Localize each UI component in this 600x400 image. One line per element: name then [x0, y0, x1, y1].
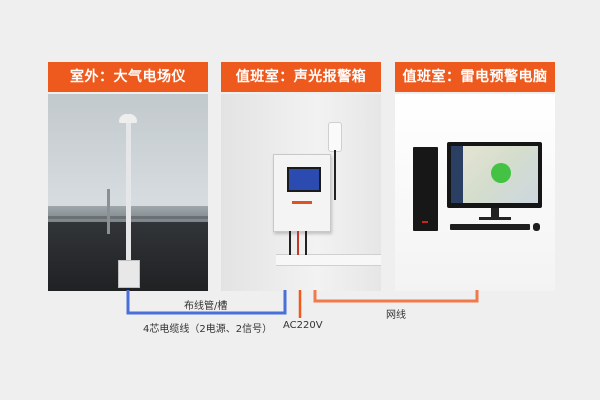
monitor-icon — [447, 142, 542, 208]
warning-zone-circle — [491, 163, 511, 183]
lamp-post — [107, 189, 110, 234]
cable-wire — [289, 231, 291, 255]
field-mill-sensor-icon — [119, 114, 137, 123]
conduit-label: 布线管/槽 — [184, 301, 228, 312]
network-label: 网线 — [386, 310, 406, 321]
keyboard-icon — [450, 224, 530, 230]
panel-title: 室外：大气电场仪 — [48, 62, 208, 92]
wall-trunking — [276, 254, 381, 266]
panel-outdoor-field-mill: 室外：大气电场仪 — [48, 62, 208, 291]
alarm-display — [287, 167, 321, 192]
junction-box — [118, 260, 140, 288]
monitor-stand — [491, 208, 499, 218]
panel-duty-room-computer: 值班室：雷电预警电脑 — [395, 62, 555, 291]
cable-wire — [305, 231, 307, 255]
mouse-icon — [533, 223, 540, 231]
alarm-box-icon — [273, 154, 331, 232]
power-led — [422, 221, 428, 223]
map-screen — [451, 146, 538, 203]
siren-wire — [334, 150, 336, 200]
field-mill-photo — [48, 94, 208, 291]
alarm-box-photo — [221, 94, 381, 291]
computer-photo — [395, 94, 555, 291]
app-sidebar — [451, 146, 463, 203]
alarm-indicator — [292, 201, 312, 204]
panel-duty-room-alarm: 值班室：声光报警箱 — [221, 62, 381, 291]
cable-wire — [297, 231, 299, 255]
pc-tower-icon — [413, 147, 438, 231]
panel-title: 值班室：雷电预警电脑 — [395, 62, 555, 92]
panel-title: 值班室：声光报警箱 — [221, 62, 381, 92]
network-line — [313, 290, 479, 303]
power-label: AC220V — [283, 320, 323, 331]
monitor-base — [479, 217, 511, 220]
cable-label: 4芯电缆线（2电源、2信号） — [143, 324, 273, 335]
field-mill-pole — [126, 122, 131, 272]
cable-line — [126, 290, 287, 315]
